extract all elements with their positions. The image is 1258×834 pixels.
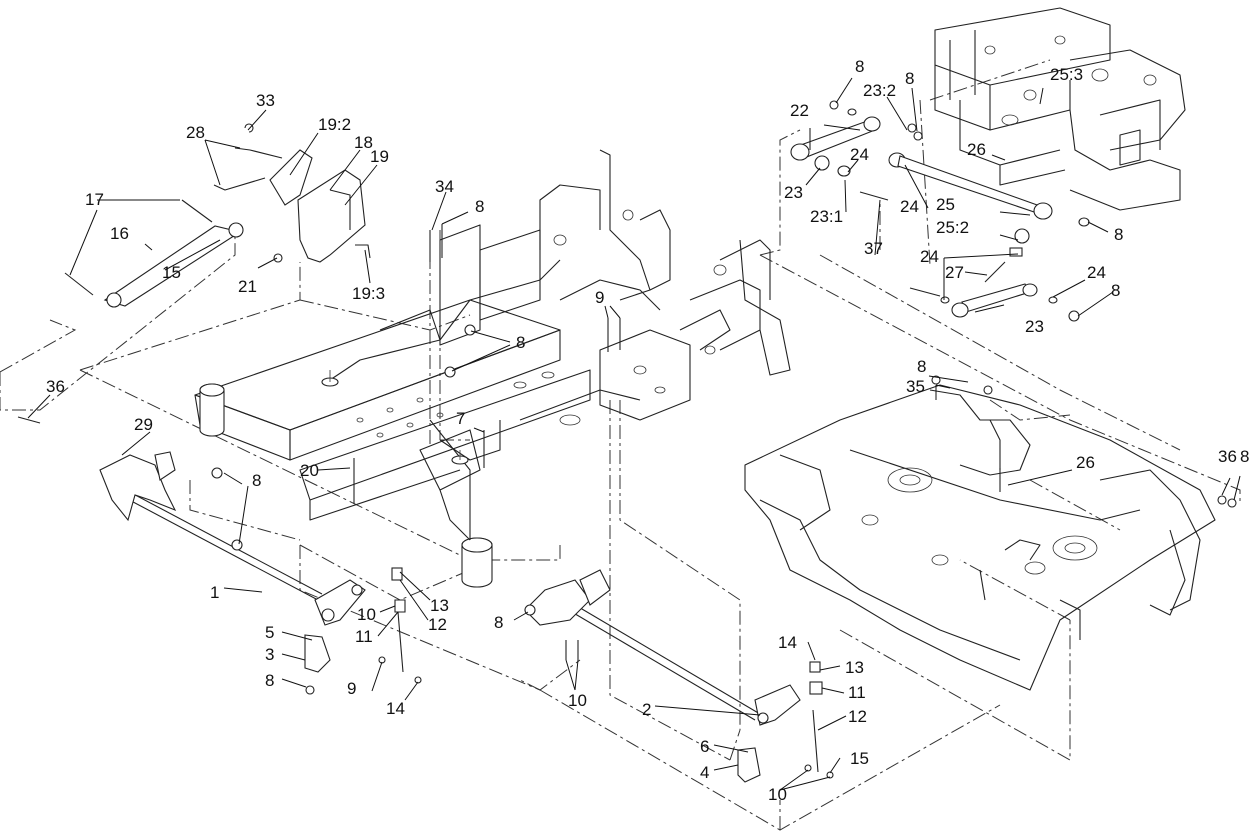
callout-37-a: 36 (46, 377, 65, 396)
bolts (353, 224, 1237, 508)
callout-35: 34 (435, 177, 454, 196)
callout-25-2: 25 (936, 195, 955, 214)
link-assembly-right (737, 661, 834, 783)
leader-lines (27, 77, 1241, 791)
callout-14-b: 14 (778, 633, 797, 652)
callout-11-a: 10 (357, 605, 376, 624)
callout-29: 28 (186, 123, 205, 142)
callout-13-b: 13 (845, 658, 864, 677)
callout-24-c: 24 (920, 247, 939, 266)
callout-10-b: 10 (568, 691, 587, 710)
callout-23-a: 22 (790, 101, 809, 120)
callout-23-2: 23:1 (810, 207, 843, 226)
callout-24-b: 24 (850, 145, 869, 164)
assembly-guide-lines (0, 59, 1241, 831)
callout-21: 20 (300, 461, 319, 480)
callout-14-a: 13 (430, 596, 449, 615)
callout-15-b: 15 (850, 749, 869, 768)
callout-19-2: 19 (370, 147, 389, 166)
callout-17: 16 (110, 224, 129, 243)
callout-36-b: 36 (1218, 447, 1237, 466)
callout-25: 24 (900, 197, 919, 216)
callout-10-a: 9 (347, 679, 356, 698)
callout-15-a: 14 (386, 699, 405, 718)
callout-16: 15 (162, 263, 181, 282)
callout-18: 17 (85, 190, 104, 209)
main-frame (194, 149, 791, 588)
callout-9-a: 8 (475, 197, 484, 216)
bracket-19 (213, 123, 371, 263)
pivot-link-17 (64, 199, 244, 308)
callout-8-i: 8 (917, 357, 926, 376)
callout-2: 2 (642, 700, 651, 719)
callout-22: 21 (238, 277, 257, 296)
callout-4: 4 (700, 763, 709, 782)
callout-8-e: 8 (855, 57, 864, 76)
rod-assembly-23-25 (790, 100, 1090, 322)
callout-24-a: 23:2 (863, 81, 896, 100)
callout-8-j: 8 (1240, 447, 1249, 466)
callout-26-b: 26 (967, 140, 986, 159)
callout-8-a: 8 (252, 471, 261, 490)
callout-25-3: 25:2 (936, 218, 969, 237)
mower-deck (744, 384, 1216, 691)
lift-shaft-2 (524, 569, 801, 726)
callout-8-b: 8 (516, 333, 525, 352)
lift-shaft-1 (99, 451, 366, 626)
callout-6: 6 (700, 737, 709, 756)
callout-labels: 1 2 3 4 5 6 7 8 8 8 8 8 8 8 8 8 8 8 9 9 … (46, 57, 1249, 804)
callout-37-b: 37 (864, 239, 883, 258)
transmission-housing (934, 7, 1186, 211)
callout-26-a: 25:3 (1050, 65, 1083, 84)
callout-11-b: 11 (848, 683, 866, 702)
callout-23-b: 23 (1025, 317, 1044, 336)
callout-12-b: 12 (848, 707, 867, 726)
callout-8-c: 8 (265, 671, 274, 690)
frame-holes (356, 209, 727, 438)
callout-24-d: 24 (1087, 263, 1106, 282)
callout-27: 26 (1076, 453, 1095, 472)
callout-8-g: 8 (1114, 225, 1123, 244)
callout-19-3: 19:2 (318, 115, 351, 134)
callout-1: 1 (210, 583, 219, 602)
callout-23-1: 23 (784, 183, 803, 202)
callout-8-f: 8 (905, 69, 914, 88)
callout-3: 3 (265, 645, 274, 664)
callout-19: 18 (354, 133, 373, 152)
callout-34: 33 (256, 91, 275, 110)
callout-13-a: 12 (428, 615, 447, 634)
callout-7: 7 (456, 409, 465, 428)
callout-5: 5 (265, 623, 274, 642)
callout-36-a: 35 (906, 377, 925, 396)
callout-12-a: 11 (355, 627, 373, 646)
callout-9-b: 9 (595, 288, 604, 307)
callout-28: 27 (945, 263, 964, 282)
callout-20: 19:3 (352, 284, 385, 303)
callout-33: 29 (134, 415, 153, 434)
callout-8-h: 8 (1111, 281, 1120, 300)
link-assembly-left (304, 567, 422, 695)
rod-37-left (17, 416, 41, 424)
callout-10-c: 10 (768, 785, 787, 804)
callout-8-d: 8 (494, 613, 503, 632)
